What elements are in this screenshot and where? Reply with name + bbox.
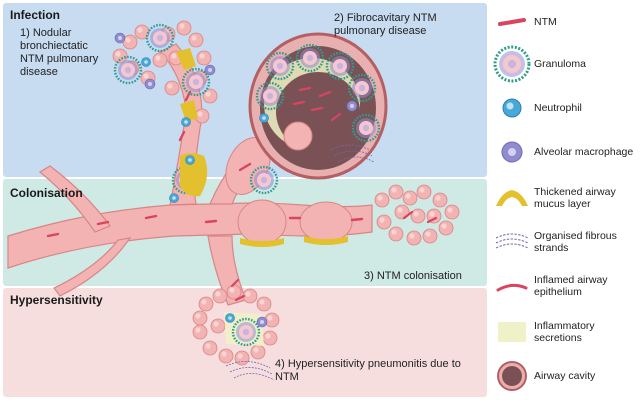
colonisation-cluster — [374, 184, 460, 246]
mucus-layer-icon — [496, 190, 528, 206]
fibrous-strands-icon — [495, 233, 529, 249]
legend-item-cavity: Airway cavity — [492, 356, 640, 396]
nodular-cluster — [112, 20, 279, 203]
mucus-patch — [304, 236, 348, 245]
legend-item-epithelium: Inflamed airway epithelium — [492, 266, 640, 306]
legend-label: Neutrophil — [534, 101, 582, 114]
airway-illustration — [7, 20, 460, 381]
legend-item-granuloma: Granuloma — [492, 44, 640, 84]
hypersensitivity-cluster — [192, 278, 280, 381]
colonisation-caption: 3) NTM colonisation — [364, 270, 462, 282]
granuloma-icon — [493, 45, 531, 83]
ntm-rod-icon — [498, 18, 526, 26]
airway-tree — [7, 43, 373, 306]
hypersensitivity-title: Hypersensitivity — [10, 293, 103, 307]
legend-label: Alveolar macrophage — [534, 145, 634, 158]
mucus-patch — [240, 238, 284, 247]
legend-item-macrophage: Alveolar macrophage — [492, 132, 640, 172]
neutrophil-icon — [502, 98, 522, 118]
fibrocavitary-cavity — [248, 32, 388, 180]
legend-label: Organised fibrous strands — [534, 229, 617, 255]
airway-cavity-icon — [497, 361, 527, 391]
infection-title: Infection — [10, 8, 60, 22]
legend-label: NTM — [534, 15, 557, 28]
hypersensitivity-caption: 4) Hypersensitivity pneumonitis due to N… — [275, 358, 461, 383]
legend-item-secretions: Inflammatory secretions — [492, 312, 640, 352]
secretions-icon — [498, 322, 526, 342]
legend-item-neutrophil: Neutrophil — [492, 88, 640, 128]
legend-label: Granuloma — [534, 57, 586, 70]
fibrocavitary-caption: 2) Fibrocavitary NTM pulmonary disease — [334, 12, 437, 37]
legend-item-fibrous: Organised fibrous strands — [492, 222, 640, 262]
legend-label: Thickened airway mucus layer — [534, 185, 616, 211]
legend-item-ntm: NTM — [492, 2, 640, 42]
legend-label: Airway cavity — [534, 369, 596, 382]
inflamed-epithelium-icon — [496, 283, 528, 292]
nodular-caption: 1) Nodular bronchiectatic NTM pulmonary … — [20, 27, 99, 78]
legend-label: Inflammatory secretions — [534, 319, 595, 345]
legend-item-mucus: Thickened airway mucus layer — [492, 178, 640, 218]
legend-label: Inflamed airway epithelium — [534, 273, 608, 299]
macrophage-icon — [501, 141, 523, 163]
colonisation-title: Colonisation — [10, 186, 83, 200]
